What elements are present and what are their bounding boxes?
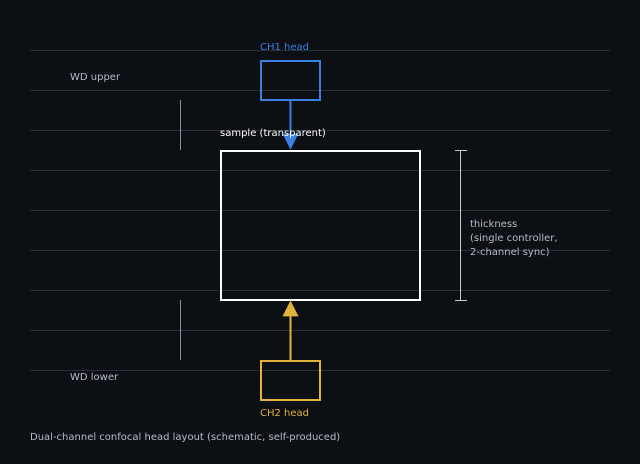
sample-box (220, 150, 421, 301)
sample-label: sample (transparent) (220, 128, 326, 139)
thickness-bracket (455, 150, 467, 301)
ch1-head-label: CH1 head (260, 42, 309, 53)
ch2-head-label: CH2 head (260, 408, 309, 419)
wd-lower-label: WD lower (70, 372, 119, 383)
wd-upper-label: WD upper (70, 72, 121, 83)
ch1-head-box (260, 60, 321, 101)
ch2-head-box (260, 360, 321, 401)
thickness-label: thickness (single controller, 2-channel … (470, 219, 561, 258)
diagram-caption: Dual-channel confocal head layout (schem… (30, 432, 340, 443)
thickness-line-3: 2-channel sync) (470, 247, 550, 258)
thickness-line-2: (single controller, (470, 233, 558, 244)
thickness-line-1: thickness (470, 219, 517, 230)
